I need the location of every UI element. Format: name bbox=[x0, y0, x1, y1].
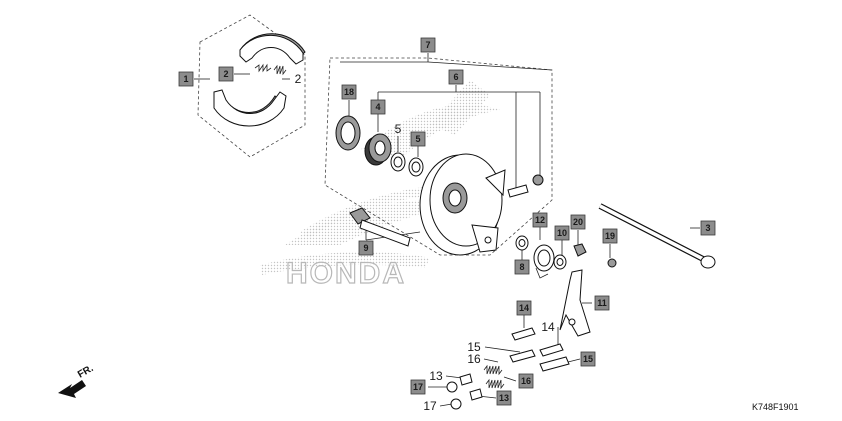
callout-number: 7 bbox=[425, 40, 430, 50]
callout-6: 6 bbox=[448, 69, 464, 85]
nut-17-lower bbox=[450, 398, 462, 410]
callout-number: 16 bbox=[467, 352, 481, 366]
callout-16: 16 bbox=[518, 373, 534, 389]
return-spring bbox=[533, 244, 555, 279]
callout-1: 1 bbox=[178, 71, 194, 87]
callout-7: 7 bbox=[420, 37, 436, 53]
callout-number: 14 bbox=[541, 320, 555, 334]
brake-shoe-frame bbox=[197, 14, 306, 158]
diagram-code: K748F1901 bbox=[752, 402, 799, 412]
honda-wing-watermark: HONDA bbox=[260, 80, 500, 291]
callout-13: 13 bbox=[429, 369, 443, 383]
callout-number: 17 bbox=[423, 399, 437, 413]
callout-number: 1 bbox=[183, 74, 188, 84]
callout-number: 11 bbox=[597, 298, 607, 308]
front-direction-indicator: FR. bbox=[58, 363, 96, 398]
brake-arm bbox=[559, 269, 591, 337]
callout-number: 2 bbox=[295, 72, 302, 86]
callout-10: 10 bbox=[554, 225, 570, 241]
bolt-20 bbox=[573, 243, 587, 257]
callout-9: 9 bbox=[358, 240, 374, 256]
callout-number: 13 bbox=[429, 369, 443, 383]
plate-14-lower bbox=[539, 343, 564, 357]
callout-13: 13 bbox=[496, 390, 512, 406]
callout-number: 16 bbox=[521, 376, 531, 386]
callout-3: 3 bbox=[700, 220, 716, 236]
brake-panel bbox=[419, 153, 506, 256]
brake-shoe-upper bbox=[239, 33, 306, 65]
callout-number: 10 bbox=[557, 228, 567, 238]
callout-number: 17 bbox=[413, 382, 423, 392]
callout-number: 4 bbox=[375, 102, 380, 112]
bearing bbox=[364, 133, 392, 166]
washer-8 bbox=[515, 235, 529, 251]
callout-12: 12 bbox=[532, 212, 548, 228]
callout-16: 16 bbox=[467, 352, 481, 366]
indicator-stud bbox=[507, 174, 544, 198]
callout-number: 5 bbox=[415, 134, 420, 144]
rear-axle bbox=[598, 203, 716, 269]
callout-number: 15 bbox=[583, 354, 593, 364]
callout-15: 15 bbox=[467, 340, 481, 354]
spring-16-lower bbox=[485, 378, 505, 390]
plate-15-lower bbox=[539, 356, 570, 372]
callout-17: 17 bbox=[423, 399, 437, 413]
callout-2: 2 bbox=[218, 66, 234, 82]
collar-a bbox=[390, 152, 406, 172]
nut-13-lower bbox=[469, 388, 483, 401]
callout-number: 19 bbox=[605, 231, 615, 241]
callout-number: 20 bbox=[573, 217, 583, 227]
oil-seal bbox=[335, 115, 361, 151]
callout-14: 14 bbox=[541, 320, 555, 334]
callout-number: 12 bbox=[535, 215, 545, 225]
callout-15: 15 bbox=[580, 351, 596, 367]
nut-19 bbox=[607, 258, 617, 268]
front-direction-label: FR. bbox=[76, 363, 96, 381]
callout-number: 15 bbox=[467, 340, 481, 354]
callout-number: 2 bbox=[223, 69, 228, 79]
callout-number: 5 bbox=[395, 122, 402, 136]
callout-5: 5 bbox=[410, 131, 426, 147]
brake-shoe-spring-right bbox=[273, 64, 287, 76]
plate-15-upper bbox=[509, 349, 536, 363]
callout-18: 18 bbox=[341, 84, 357, 100]
watermark-text: HONDA bbox=[286, 257, 406, 290]
callout-8: 8 bbox=[514, 259, 530, 275]
callout-number: 3 bbox=[705, 223, 710, 233]
callout-5: 5 bbox=[395, 122, 402, 136]
nut-13-upper bbox=[459, 373, 473, 386]
callout-4: 4 bbox=[370, 99, 386, 115]
callout-number: 9 bbox=[363, 243, 368, 253]
callout-19: 19 bbox=[602, 228, 618, 244]
washer-10 bbox=[553, 254, 567, 270]
plate-14-upper bbox=[511, 327, 536, 341]
callout-2: 2 bbox=[295, 72, 302, 86]
callout-number: 8 bbox=[519, 262, 524, 272]
brake-shoe-spring-left bbox=[254, 63, 272, 73]
collar-b bbox=[408, 157, 424, 177]
callout-20: 20 bbox=[570, 214, 586, 230]
callout-14: 14 bbox=[516, 300, 532, 316]
brake-cam bbox=[349, 207, 411, 247]
callout-number: 6 bbox=[453, 72, 458, 82]
callout-11: 11 bbox=[594, 295, 610, 311]
spring-16-upper bbox=[483, 364, 503, 376]
callout-number: 18 bbox=[344, 87, 354, 97]
brake-shoe-lower bbox=[213, 89, 287, 127]
nut-17-upper bbox=[446, 381, 458, 393]
callout-17: 17 bbox=[410, 379, 426, 395]
callout-number: 14 bbox=[519, 303, 529, 313]
callout-number: 13 bbox=[499, 393, 509, 403]
